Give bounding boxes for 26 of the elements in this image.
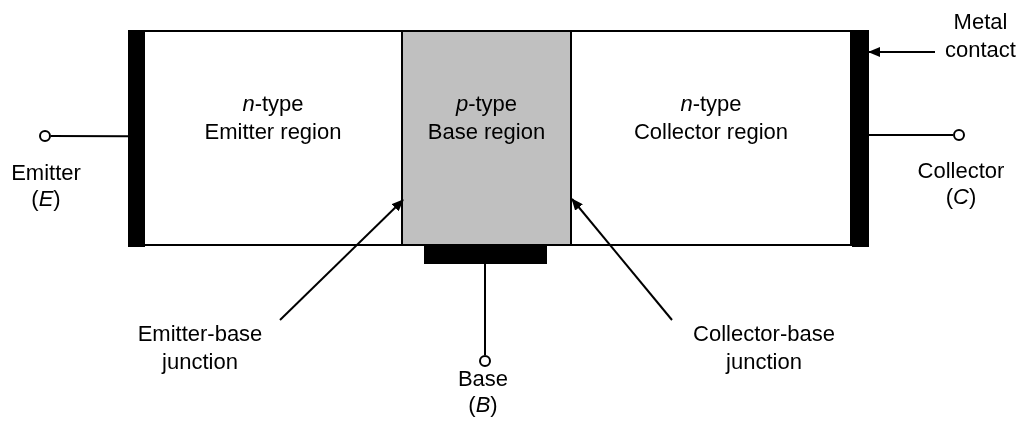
terminal-circle	[479, 355, 491, 367]
metal-contact	[128, 30, 145, 247]
collector-region	[572, 30, 852, 246]
callout-label: Emitter-base junction	[136, 320, 264, 376]
leader-line	[868, 47, 936, 57]
emitter-region	[145, 30, 403, 246]
region-label: Emitter region	[203, 118, 343, 146]
terminal-label: Base (B)	[456, 366, 510, 418]
region-label: n-type	[679, 90, 743, 118]
region-label: Collector region	[632, 118, 790, 146]
region-label: n-type	[241, 90, 305, 118]
wire	[50, 135, 129, 138]
region-label: p-type	[454, 90, 519, 118]
leader-line	[279, 199, 404, 321]
wire	[484, 263, 486, 356]
callout-label: Collector-base junction	[692, 320, 836, 376]
wire	[868, 134, 954, 136]
terminal-label: Emitter (E)	[10, 160, 82, 212]
terminal-label: Collector (C)	[916, 158, 1006, 210]
region-label: Base region	[426, 118, 547, 146]
metal-contact	[424, 246, 547, 264]
callout-label: Metal contact	[944, 8, 1017, 64]
metal-contact	[852, 30, 869, 247]
terminal-circle	[39, 130, 51, 142]
base-region	[403, 30, 572, 246]
terminal-circle	[953, 129, 965, 141]
